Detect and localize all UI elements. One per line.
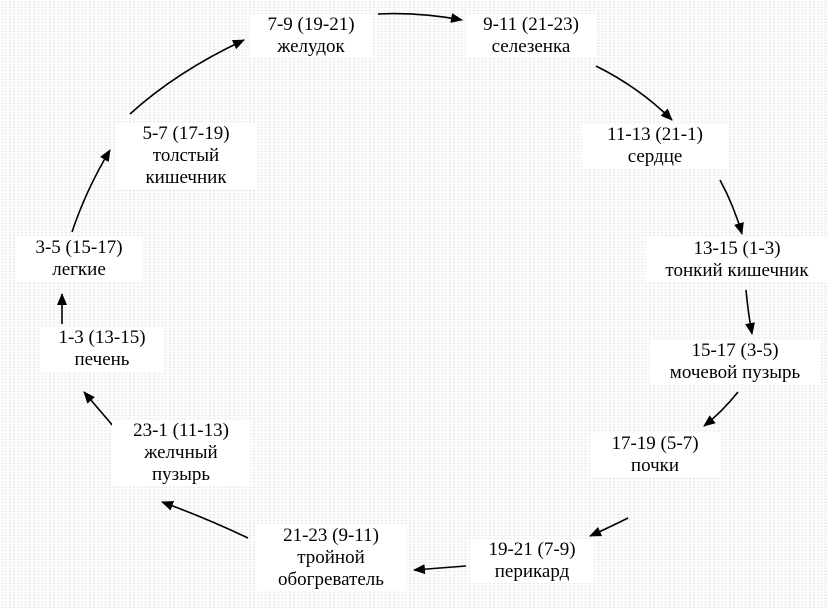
node-mochevoy-puzyr: 15-17 (3-5) мочевой пузырь [650, 340, 820, 384]
organ-label: легкие [52, 259, 106, 280]
organ-label: сердце [627, 146, 683, 167]
node-selezenka: 9-11 (21-23) селезенка [466, 14, 596, 58]
node-serdtse: 11-13 (21-1) сердце [582, 124, 728, 168]
arrow-zheludok-to-selezenka [377, 12, 463, 23]
time-label: 9-11 (21-23) [483, 14, 579, 35]
time-label: 11-13 (21-1) [607, 124, 703, 145]
arrow-mochevoy-puzyr-to-pochki [703, 391, 739, 427]
node-pechen: 1-3 (13-15) печень [40, 327, 164, 371]
time-label: 3-5 (15-17) [35, 237, 123, 258]
organ-label: кишечник [145, 167, 227, 188]
node-zhelchnyy-puzyr: 23-1 (11-13) желчный пузырь [112, 420, 250, 486]
time-label: 1-3 (13-15) [58, 327, 146, 348]
node-tolstyy-kishechnik: 5-7 (17-19) толстый кишечник [116, 123, 256, 189]
arrow-tolstyy-kishechnik-to-zheludok [129, 39, 245, 115]
organ-label: печень [74, 349, 130, 370]
organ-label: почки [630, 455, 680, 476]
organ-label: тройной [297, 547, 365, 568]
node-pochki: 17-19 (5-7) почки [590, 433, 720, 477]
arrow-serdtse-to-tonkiy-kishechnik [719, 179, 744, 235]
organ-label: желудок [277, 36, 345, 57]
node-perikard: 19-21 (7-9) перикард [470, 539, 594, 583]
organ-label: перикард [494, 561, 570, 582]
arrow-selezenka-to-serdtse [595, 65, 673, 121]
time-label: 7-9 (19-21) [267, 14, 355, 35]
organ-label: тонкий кишечник [665, 260, 809, 281]
organ-label: селезенка [491, 36, 571, 57]
arrow-troynoy-obogrevatel-to-zhelchnyy-puzyr [161, 501, 249, 539]
time-label: 13-15 (1-3) [693, 238, 781, 259]
node-troynoy-obogrevatel: 21-23 (9-11) тройной обогреватель [256, 525, 406, 591]
time-label: 5-7 (17-19) [142, 123, 230, 144]
arrow-perikard-to-troynoy-obogrevatel [413, 564, 467, 575]
time-label: 19-21 (7-9) [488, 539, 576, 560]
time-label: 23-1 (11-13) [133, 420, 229, 441]
node-zheludok: 7-9 (19-21) желудок [250, 14, 372, 58]
arrow-tonkiy-kishechnik-to-mochevoy-puzyr [745, 289, 755, 335]
organ-label: желчный [144, 442, 218, 463]
node-legkie: 3-5 (15-17) легкие [16, 237, 142, 281]
arrow-legkie-to-tolstyy-kishechnik [71, 149, 111, 233]
organ-label: толстый [152, 145, 220, 166]
time-label: 15-17 (3-5) [691, 340, 779, 361]
time-label: 21-23 (9-11) [283, 525, 379, 546]
arrow-pochki-to-perikard [589, 517, 629, 537]
time-label: 17-19 (5-7) [611, 433, 699, 454]
organ-label: пузырь [151, 464, 211, 485]
organ-label: мочевой пузырь [669, 362, 801, 383]
organ-label: обогреватель [278, 569, 384, 590]
node-tonkiy-kishechnik: 13-15 (1-3) тонкий кишечник [646, 238, 828, 282]
